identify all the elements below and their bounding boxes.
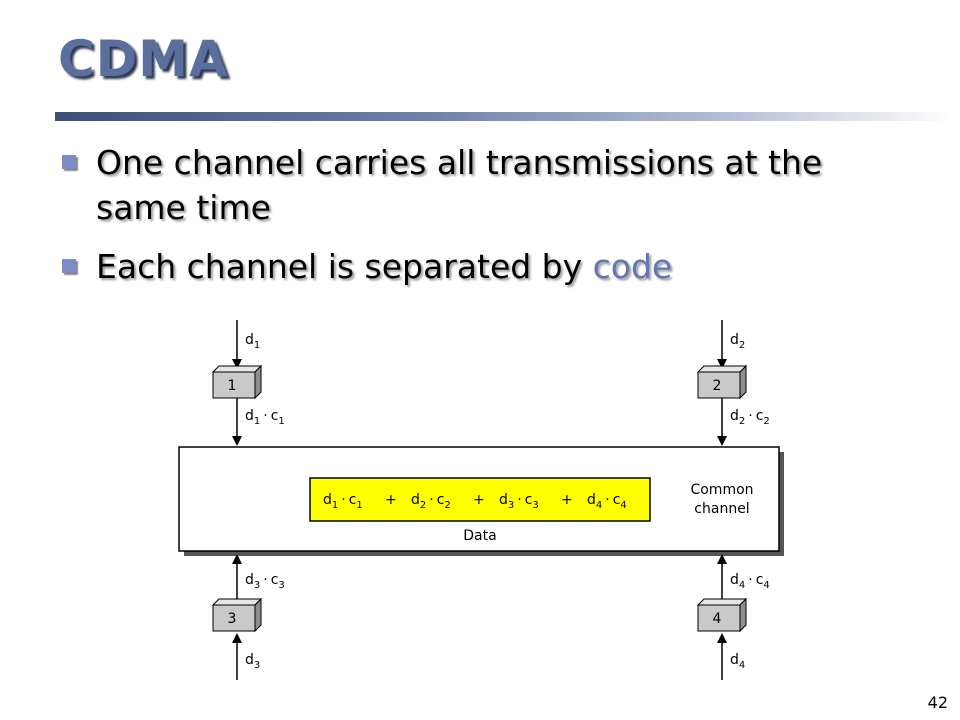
- box-top: [696, 598, 748, 606]
- coded-label: d1·c1: [245, 408, 285, 427]
- station-box: [697, 371, 741, 399]
- box-side: [254, 597, 262, 633]
- title-underline: [55, 112, 955, 121]
- box-top: [211, 365, 263, 373]
- bullet-square-icon: [62, 259, 76, 273]
- station-number: 3: [228, 611, 237, 627]
- station-2: d2 2 d2·c2: [696, 320, 770, 446]
- bullet-text: Each channel is separated by: [96, 247, 593, 286]
- input-label: d3: [245, 652, 260, 671]
- station-number: 4: [713, 611, 722, 627]
- sum-term-1: d1·c1: [323, 492, 363, 511]
- station-3: d3·c3 3 d3: [211, 554, 285, 680]
- box-side: [739, 364, 747, 400]
- data-label: Data: [463, 528, 496, 544]
- station-number: 2: [713, 378, 722, 394]
- input-label: d2: [730, 332, 745, 351]
- station-1: d1 1 d1·c1: [211, 320, 285, 446]
- station-4: d4·c4 4 d4: [696, 554, 770, 680]
- plus-sign: +: [385, 492, 397, 508]
- bullet-item: Each channel is separated by code: [60, 244, 920, 289]
- sum-term-2: d2·c2: [411, 492, 451, 511]
- sum-term-4: d4·c4: [587, 492, 627, 511]
- channel-label-line1: Common: [690, 482, 753, 498]
- bullet-item: One channel carries all transmissions at…: [60, 140, 920, 230]
- input-label: d4: [730, 652, 745, 671]
- sum-expression: d1·c1 + d2·c2 + d3·c3 + d4·c4: [323, 492, 627, 511]
- channel-label-line2: channel: [694, 501, 749, 517]
- station-box: [212, 604, 256, 632]
- box-top: [211, 598, 263, 606]
- station-number: 1: [228, 378, 237, 394]
- bullet-highlight-word: code: [592, 247, 673, 286]
- input-label: d1: [245, 332, 260, 351]
- coded-label: d3·c3: [245, 572, 285, 591]
- coded-label: d2·c2: [730, 408, 770, 427]
- bullet-square-icon: [62, 155, 76, 169]
- data-box: [309, 477, 651, 522]
- station-box: [212, 371, 256, 399]
- coded-label: d4·c4: [730, 572, 770, 591]
- plus-sign: +: [473, 492, 485, 508]
- box-top: [696, 365, 748, 373]
- bullet-list: One channel carries all transmissions at…: [60, 140, 920, 303]
- sum-term-3: d3·c3: [499, 492, 539, 511]
- box-side: [739, 597, 747, 633]
- page-number: 42: [927, 693, 948, 712]
- station-box: [697, 604, 741, 632]
- slide-title: CDMA: [58, 30, 229, 88]
- plus-sign: +: [561, 492, 573, 508]
- bullet-text: One channel carries all transmissions at…: [96, 143, 823, 227]
- box-side: [254, 364, 262, 400]
